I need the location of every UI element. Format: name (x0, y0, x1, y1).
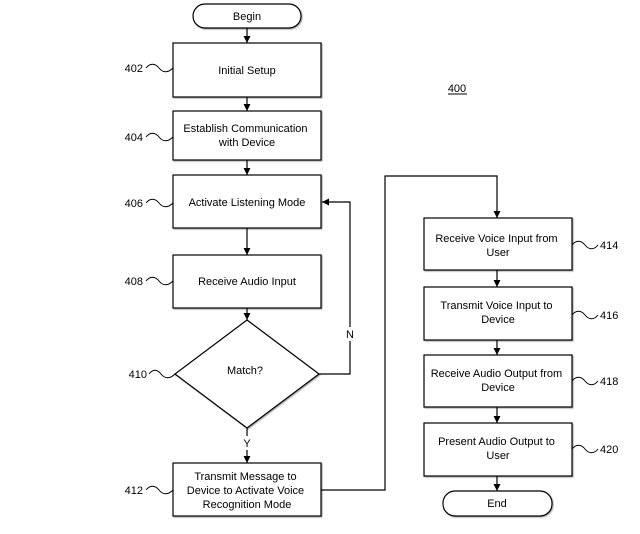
step-414-line-2: User (486, 247, 510, 259)
leader-line-408 (145, 276, 174, 286)
end-terminal: End (442, 490, 553, 517)
end-terminal-shape (442, 490, 553, 517)
step-414-box (423, 217, 573, 271)
step-408-line-1: Receive Audio Input (198, 276, 296, 288)
step-404-label: Establish Communication with Device (183, 123, 310, 149)
step-402-line-1: Initial Setup (218, 65, 275, 77)
begin-terminal: Begin (192, 3, 302, 29)
ref-numeral-418: 418 (600, 376, 618, 388)
decision-410: Match? 410 (129, 319, 320, 429)
step-402-box (172, 42, 322, 98)
step-418: Receive Audio Output from Device 418 (423, 354, 618, 408)
leader-line-410 (148, 369, 176, 379)
step-414-label: Receive Voice Input from User (435, 233, 560, 259)
step-402-label: Initial Setup (218, 65, 275, 77)
step-408-label: Receive Audio Input (198, 276, 296, 288)
step-416: Transmit Voice Input to Device 416 (423, 286, 618, 341)
branch-yes-label-mask (241, 436, 253, 450)
step-420-box (423, 422, 573, 477)
decision-410-line-1: Match? (227, 365, 263, 377)
step-406-box (172, 174, 322, 229)
ref-numeral-414: 414 (600, 240, 618, 252)
leader-line-412 (145, 485, 174, 495)
ref-numeral-404: 404 (125, 132, 143, 144)
ref-numeral-412: 412 (125, 485, 143, 497)
figure-number-text: 400 (448, 83, 466, 95)
step-418-label: Receive Audio Output from Device (431, 368, 566, 394)
step-402: Initial Setup 402 (125, 42, 322, 98)
step-416-label: Transmit Voice Input to Device (440, 300, 555, 326)
branch-yes-label: Y (243, 438, 251, 450)
step-414-line-1: Receive Voice Input from (435, 233, 557, 245)
step-404-line-2: with Device (218, 137, 275, 149)
step-418-box (423, 354, 573, 408)
step-408: Receive Audio Input 408 (125, 254, 322, 309)
branch-yes: Y (241, 428, 253, 463)
step-412-line-1: Transmit Message to (194, 471, 296, 483)
begin-terminal-label: Begin (233, 11, 261, 23)
ref-numeral-406: 406 (125, 198, 143, 210)
step-404-box (172, 110, 322, 161)
branch-no: N (319, 198, 356, 375)
step-404: Establish Communication with Device 404 (125, 110, 322, 161)
ref-numeral-420: 420 (600, 444, 618, 456)
step-416-line-2: Device (481, 314, 515, 326)
step-418-line-1: Receive Audio Output from (431, 368, 562, 380)
step-412-line-3: Recognition Mode (203, 499, 292, 511)
leader-line-404 (145, 132, 174, 142)
step-412-line-2: Device to Activate Voice (187, 485, 304, 497)
step-406-label: Activate Listening Mode (189, 197, 306, 209)
step-420-label: Present Audio Output to User (438, 436, 558, 462)
leader-line-402 (145, 63, 174, 73)
branch-no-label: N (346, 329, 354, 341)
step-416-line-1: Transmit Voice Input to (440, 300, 552, 312)
step-416-box (423, 286, 573, 341)
leader-line-414 (571, 240, 599, 250)
step-420-line-2: User (486, 450, 510, 462)
step-414: Receive Voice Input from User 414 (423, 217, 618, 271)
step-412-box (172, 462, 322, 517)
branch-no-label-mask (344, 327, 356, 341)
step-406: Activate Listening Mode 406 (125, 174, 322, 229)
figure-number: 400 (448, 83, 467, 95)
connector-412-to-414 (321, 175, 501, 491)
step-406-line-1: Activate Listening Mode (189, 197, 306, 209)
ref-numeral-402: 402 (125, 63, 143, 75)
decision-410-label: Match? (227, 365, 263, 377)
arrow-no-to-406 (319, 198, 351, 375)
step-420-line-1: Present Audio Output to (438, 436, 555, 448)
step-404-line-1: Establish Communication (183, 123, 307, 135)
leader-line-406 (145, 198, 174, 208)
leader-line-418 (571, 376, 599, 386)
ref-numeral-416: 416 (600, 310, 618, 322)
leader-line-416 (571, 310, 599, 320)
step-412: Transmit Message to Device to Activate V… (125, 462, 322, 517)
leader-line-420 (571, 444, 599, 454)
step-412-label: Transmit Message to Device to Activate V… (187, 471, 307, 511)
step-420: Present Audio Output to User 420 (423, 422, 618, 477)
end-terminal-label: End (487, 498, 507, 510)
ref-numeral-408: 408 (125, 276, 143, 288)
step-418-line-2: Device (481, 382, 515, 394)
ref-numeral-410: 410 (129, 369, 147, 381)
